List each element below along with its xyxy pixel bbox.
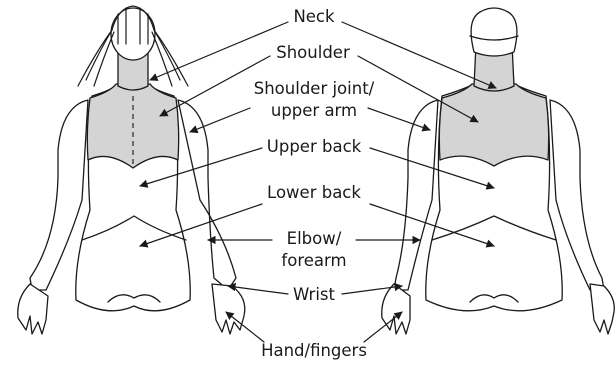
- label-shoulder: Shoulder: [258, 42, 368, 64]
- left-figure-left-hand: [18, 284, 48, 334]
- right-figure-right-hand: [590, 284, 614, 334]
- label-hand-fingers: Hand/fingers: [246, 340, 382, 362]
- label-shoulder-joint-line2: upper arm: [236, 100, 392, 122]
- right-figure-left-hand: [382, 284, 410, 334]
- label-upper-back: Upper back: [254, 136, 374, 158]
- label-neck: Neck: [282, 6, 346, 28]
- label-wrist: Wrist: [284, 284, 344, 306]
- label-lower-back: Lower back: [254, 182, 374, 204]
- right-figure-shoulder-region: [439, 84, 548, 166]
- label-elbow-line1: Elbow/: [270, 228, 358, 250]
- label-elbow-line2: forearm: [270, 250, 358, 272]
- label-elbow-forearm: Elbow/ forearm: [270, 228, 358, 272]
- right-figure: [382, 8, 615, 334]
- label-shoulder-joint: Shoulder joint/ upper arm: [236, 78, 392, 122]
- right-figure-head: [471, 8, 517, 56]
- label-shoulder-joint-line1: Shoulder joint/: [236, 78, 392, 100]
- left-figure-right-hand: [212, 284, 245, 334]
- left-figure: [18, 6, 245, 334]
